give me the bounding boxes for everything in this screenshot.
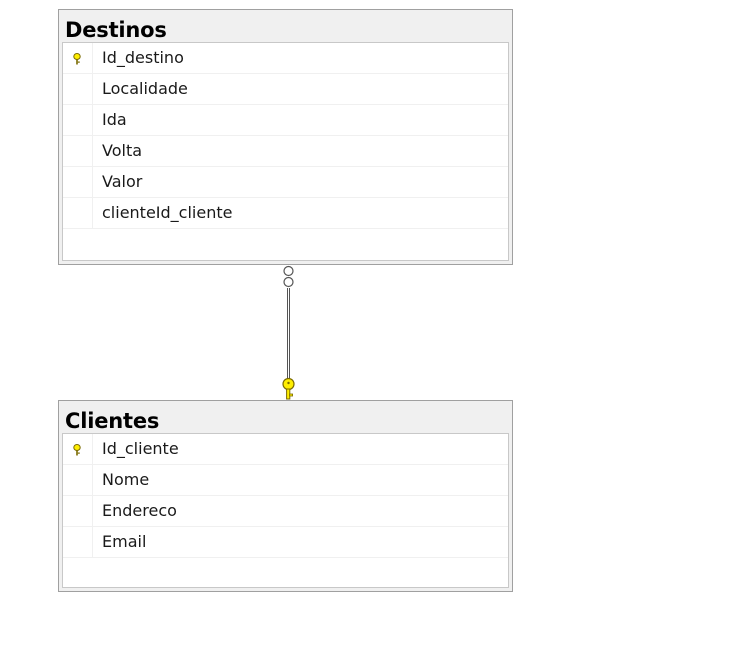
table-title: Clientes: [65, 409, 160, 433]
column-name: Ida: [102, 110, 127, 129]
column-row[interactable]: clienteId_cliente: [63, 198, 508, 229]
row-selector[interactable]: [63, 105, 93, 135]
column-row[interactable]: Email: [63, 527, 508, 558]
row-selector[interactable]: [63, 136, 93, 166]
row-selector[interactable]: [63, 198, 93, 228]
column-name: Endereco: [102, 501, 177, 520]
column-name: Id_destino: [102, 48, 184, 67]
row-selector[interactable]: [63, 434, 93, 464]
column-row[interactable]: Ida: [63, 105, 508, 136]
table-title: Destinos: [65, 18, 167, 42]
column-grid: Id_cliente Nome Endereco Email: [62, 433, 509, 588]
key-icon: [282, 377, 295, 400]
column-row[interactable]: Nome: [63, 465, 508, 496]
row-selector[interactable]: [63, 43, 93, 73]
row-selector[interactable]: [63, 74, 93, 104]
column-name: Email: [102, 532, 147, 551]
column-name: clienteId_cliente: [102, 203, 233, 222]
row-selector[interactable]: [63, 527, 93, 557]
infinity-icon: [283, 265, 294, 288]
column-name: Valor: [102, 172, 143, 191]
row-selector[interactable]: [63, 465, 93, 495]
column-grid: Id_destino Localidade Ida Volta Valor cl…: [62, 42, 509, 261]
table-clientes[interactable]: Clientes Id_cliente Nome Endereco Email: [58, 400, 513, 592]
primary-key-icon: [73, 53, 81, 65]
column-row[interactable]: Volta: [63, 136, 508, 167]
column-name: Volta: [102, 141, 143, 160]
column-name: Nome: [102, 470, 150, 489]
row-selector[interactable]: [63, 167, 93, 197]
row-selector[interactable]: [63, 496, 93, 526]
column-row[interactable]: Id_cliente: [63, 434, 508, 465]
column-name: Localidade: [102, 79, 188, 98]
column-row[interactable]: Id_destino: [63, 43, 508, 74]
column-name: Id_cliente: [102, 439, 179, 458]
column-row[interactable]: Localidade: [63, 74, 508, 105]
table-destinos[interactable]: Destinos Id_destino Localidade Ida Volta: [58, 9, 513, 265]
column-row[interactable]: Valor: [63, 167, 508, 198]
primary-key-icon: [73, 444, 81, 456]
column-row[interactable]: Endereco: [63, 496, 508, 527]
